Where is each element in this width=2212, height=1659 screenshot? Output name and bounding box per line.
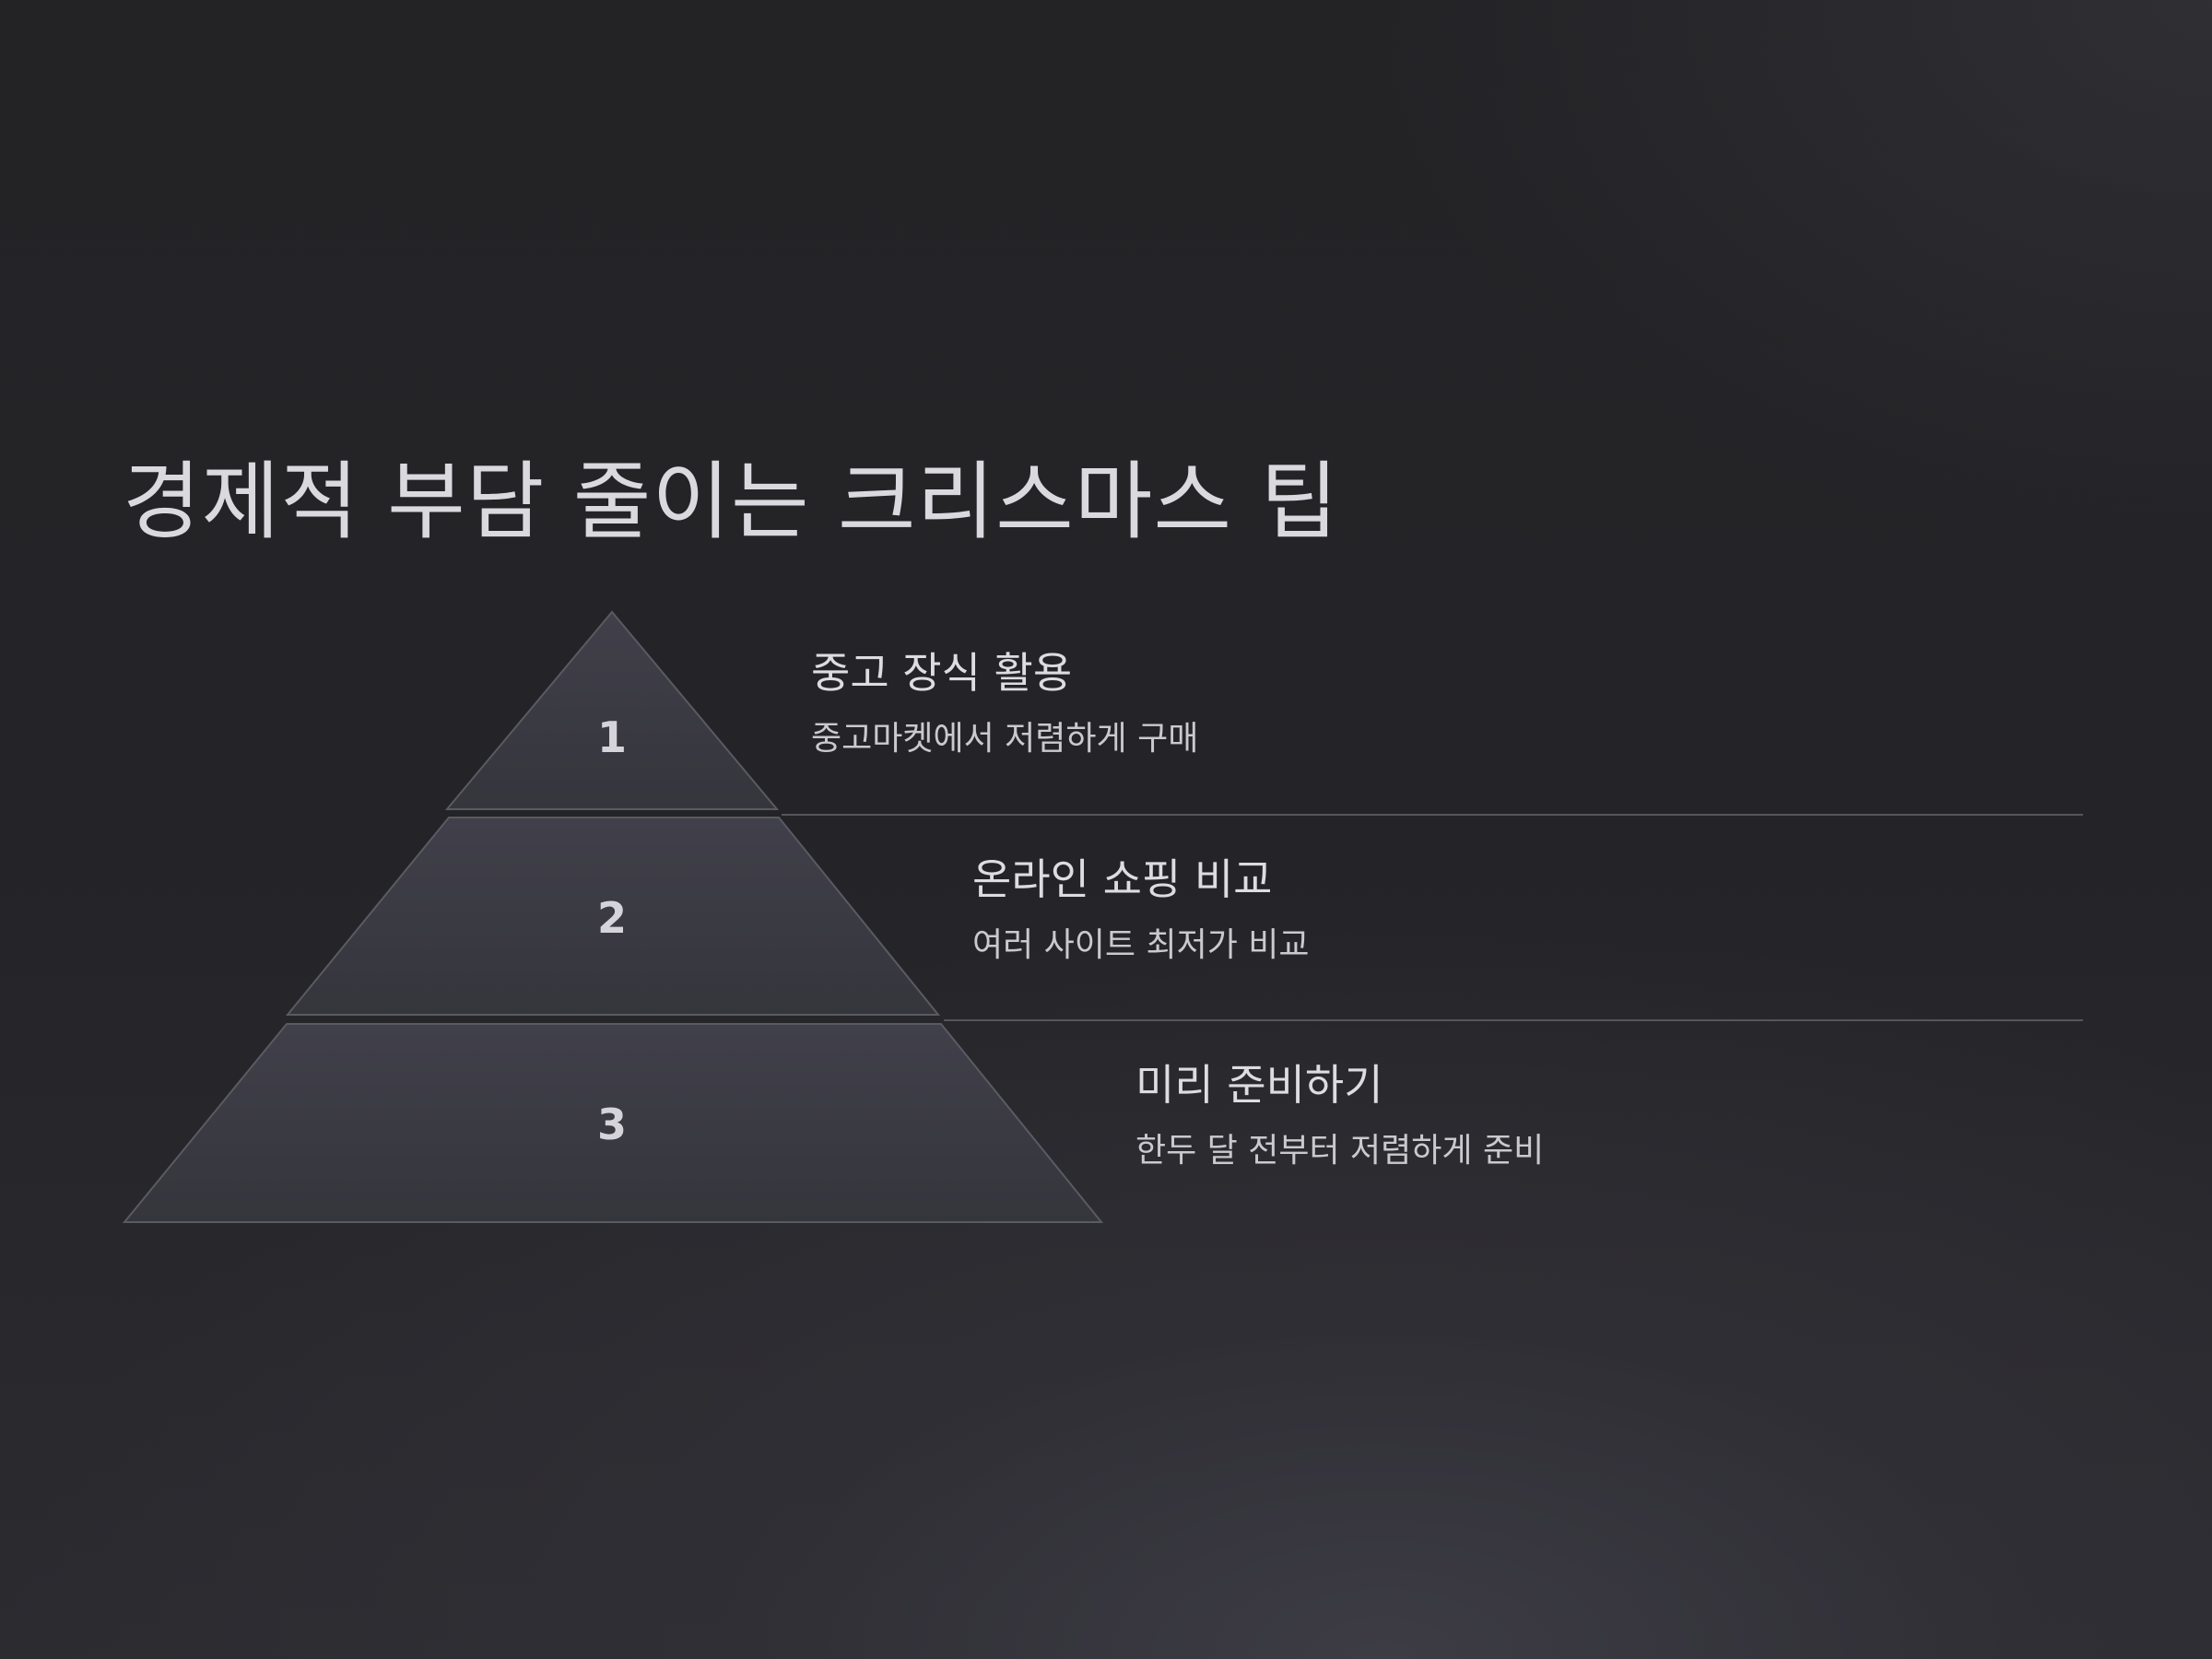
tier-description-2: 여러 사이트 최저가 비교 <box>972 926 1310 964</box>
tier-number-1: 1 <box>597 712 627 762</box>
tier-text-1: 중고 장식 활용 중고마켓에서 저렴하게 구매 <box>811 645 1198 761</box>
tier-number-3: 3 <box>597 1100 627 1149</box>
tier-description-1: 중고마켓에서 저렴하게 구매 <box>811 720 1199 758</box>
slide-title: 경제적 부담 줄이는 크리스마스 팁 <box>123 453 1339 551</box>
tier-text-3: 미리 준비하기 한두 달 전부터 저렴하게 준비 <box>1135 1057 1544 1173</box>
pyramid-tier-1 <box>444 610 780 810</box>
tier-heading-2: 온라인 쇼핑 비교 <box>972 854 1273 904</box>
tier-number-2: 2 <box>597 893 627 943</box>
pyramid-tier-3 <box>122 1023 1104 1223</box>
tier-heading-3: 미리 준비하기 <box>1135 1060 1383 1110</box>
tier-description-3: 한두 달 전부터 저렴하게 준비 <box>1135 1132 1545 1170</box>
tier-heading-1: 중고 장식 활용 <box>811 648 1073 698</box>
tier-text-2: 온라인 쇼핑 비교 여러 사이트 최저가 비교 <box>972 852 1310 968</box>
pyramid-tier-2 <box>285 817 941 1016</box>
